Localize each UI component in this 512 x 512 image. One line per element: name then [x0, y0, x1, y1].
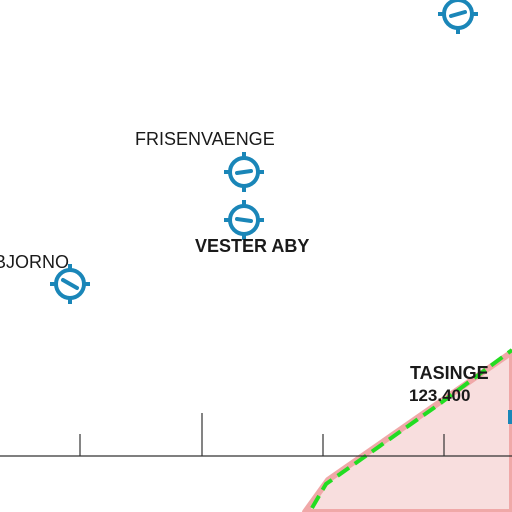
scale-bar: [0, 413, 512, 457]
airfield-icon: [50, 264, 90, 304]
airfield-icon: [224, 152, 264, 192]
airspace-boundary-line: [310, 348, 512, 510]
place-label-frisenvaenge: FRISENVAENGE: [135, 129, 275, 149]
airfield-icon-bjorno[interactable]: [48, 262, 92, 306]
partial-symbol: [508, 410, 512, 424]
airfield-icon: [438, 0, 478, 34]
place-label-bjorno: BJORNO: [0, 252, 70, 272]
place-label-tasinge: TASINGE: [410, 363, 489, 383]
airfield-icon: [224, 200, 264, 240]
airfield-icon-top-right[interactable]: [436, 0, 480, 36]
airfield-icon-frisenvaenge[interactable]: [222, 150, 266, 194]
place-label-vester-aby: VESTER ABY: [195, 236, 310, 256]
frequency-label-tasinge: 123.400: [409, 386, 471, 405]
airfield-icon-vester-aby[interactable]: [222, 198, 266, 242]
